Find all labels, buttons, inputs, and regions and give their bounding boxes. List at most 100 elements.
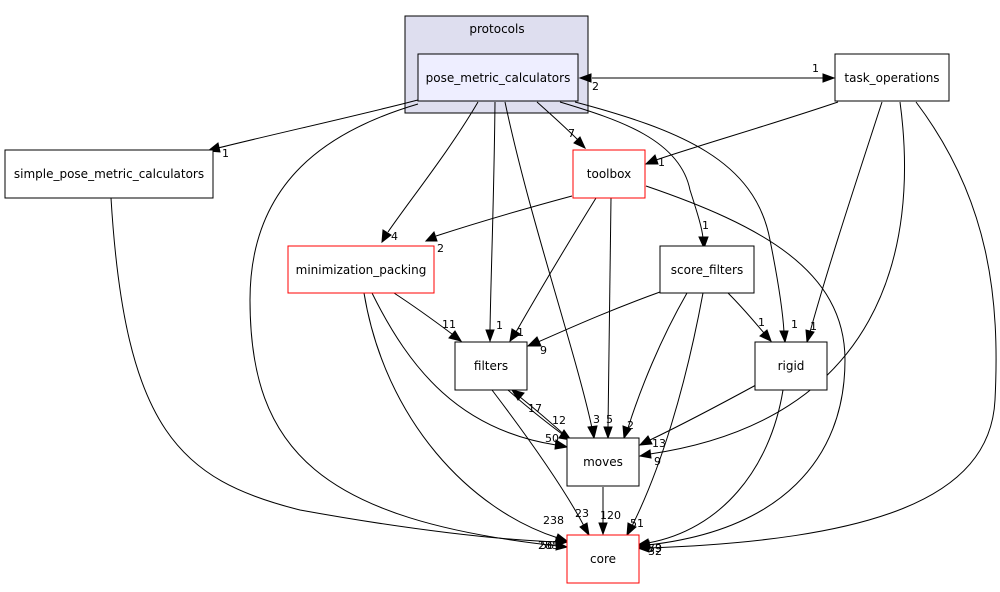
edge-label: 17 (528, 402, 542, 415)
edge-label: 56 (540, 539, 554, 552)
edge-line (631, 292, 704, 527)
node-label: minimization_packing (296, 263, 427, 277)
node-label: core (590, 552, 616, 566)
edge-pmc-score-filters: 1 (559, 101, 709, 250)
arrowhead (644, 154, 659, 165)
edges: 1 2 1 7 1 4 2 (110, 62, 997, 558)
node-box[interactable] (572, 149, 646, 199)
edge-pmc-task-operations: 1 2 (578, 62, 836, 93)
edge-pmc-minimization-packing: 4 (381, 101, 479, 244)
edge-line (363, 292, 559, 539)
edge-task-operations-core: 32 (636, 101, 997, 558)
edge-moves-core: 120 (598, 487, 621, 536)
edge-pmc-simple-pmc: 1 (206, 99, 419, 160)
node-label: rigid (778, 359, 805, 373)
node-core[interactable]: core (566, 534, 640, 584)
edge-line (491, 389, 585, 527)
node-box[interactable] (4, 149, 214, 199)
node-box[interactable] (834, 53, 950, 102)
arrowhead (805, 329, 815, 344)
node-label: task_operations (844, 71, 939, 85)
node-box[interactable] (417, 53, 579, 102)
edge-line (647, 101, 997, 549)
arrowhead (526, 336, 542, 347)
node-label: toolbox (587, 167, 631, 181)
edge-line (649, 384, 757, 441)
node-box[interactable] (566, 534, 640, 584)
edge-line (536, 101, 579, 141)
edge-line (647, 389, 784, 544)
node-rigid[interactable]: rigid (754, 341, 828, 391)
edge-label: 32 (648, 545, 662, 558)
edge-label: 9 (540, 344, 547, 357)
edge-label: 1 (517, 326, 524, 339)
edge-label: 1 (791, 318, 798, 331)
edge-line (519, 396, 569, 439)
edge-label: 1 (496, 319, 503, 332)
node-task-operations[interactable]: task_operations (834, 53, 950, 102)
node-simple-pose-metric-calculators[interactable]: simple_pose_metric_calculators (4, 149, 214, 199)
edge-label: 51 (630, 517, 644, 530)
arrowhead (598, 522, 608, 536)
node-score-filters[interactable]: score_filters (659, 245, 755, 294)
node-label: moves (583, 455, 623, 469)
edge-rigid-core: 53 (636, 389, 784, 555)
edge-score-filters-moves: 2 (622, 292, 688, 440)
arrowhead (573, 136, 587, 150)
edge-pmc-rigid: 1 (574, 101, 798, 344)
edge-task-operations-rigid: 1 (805, 101, 883, 344)
edge-label: 50 (545, 432, 559, 445)
arrowhead (587, 425, 598, 440)
edge-minimization-packing-core: 238 (363, 292, 569, 543)
edge-line (515, 197, 597, 333)
arrowhead (555, 541, 569, 551)
node-moves[interactable]: moves (566, 437, 640, 487)
arrowhead (636, 543, 650, 553)
node-label: filters (474, 359, 508, 373)
node-box[interactable] (454, 341, 528, 391)
edge-line (537, 291, 661, 343)
edge-toolbox-moves: 5 (603, 197, 613, 440)
edge-line (393, 292, 453, 335)
arrowhead (424, 231, 438, 242)
edge-score-filters-core: 51 (626, 292, 704, 537)
arrowhead (381, 229, 392, 244)
edge-label: 2 (592, 80, 599, 93)
arrowhead (579, 522, 590, 537)
node-toolbox[interactable]: toolbox (572, 149, 646, 199)
arrowhead (638, 449, 652, 459)
arrowhead (638, 435, 653, 446)
edge-line (607, 197, 612, 429)
edge-line (574, 101, 785, 333)
edge-label: 1 (658, 156, 665, 169)
node-box[interactable] (287, 245, 435, 294)
node-pose-metric-calculators[interactable]: pose_metric_calculators (417, 53, 579, 102)
arrowhead (759, 329, 772, 342)
edge-line (504, 101, 593, 429)
edge-filters-moves: 17 12 (507, 389, 573, 441)
edge-label: 13 (652, 437, 666, 450)
edge-label: 12 (552, 414, 566, 427)
arrowhead (622, 425, 632, 440)
node-box[interactable] (754, 341, 828, 391)
edge-line (387, 101, 479, 233)
edge-line (217, 99, 419, 149)
node-minimization-packing[interactable]: minimization_packing (287, 245, 435, 294)
edge-minimization-packing-moves: 50 (371, 292, 569, 450)
node-filters[interactable]: filters (454, 341, 528, 391)
edge-pmc-core: 56 (249, 103, 569, 552)
node-box[interactable] (566, 437, 640, 487)
edge-line (559, 101, 704, 239)
edge-label: 7 (568, 127, 575, 140)
edge-simple-pmc-core: 285 (110, 197, 569, 552)
arrowhead (822, 73, 836, 83)
edge-label: 79 (648, 542, 662, 555)
edge-line (110, 197, 559, 543)
node-box[interactable] (659, 245, 755, 294)
arrowhead (626, 522, 637, 537)
edge-label: 11 (442, 318, 456, 331)
edge-label: 120 (600, 509, 621, 522)
edge-label: 1 (810, 320, 817, 333)
edge-toolbox-filters: 1 (509, 197, 597, 343)
